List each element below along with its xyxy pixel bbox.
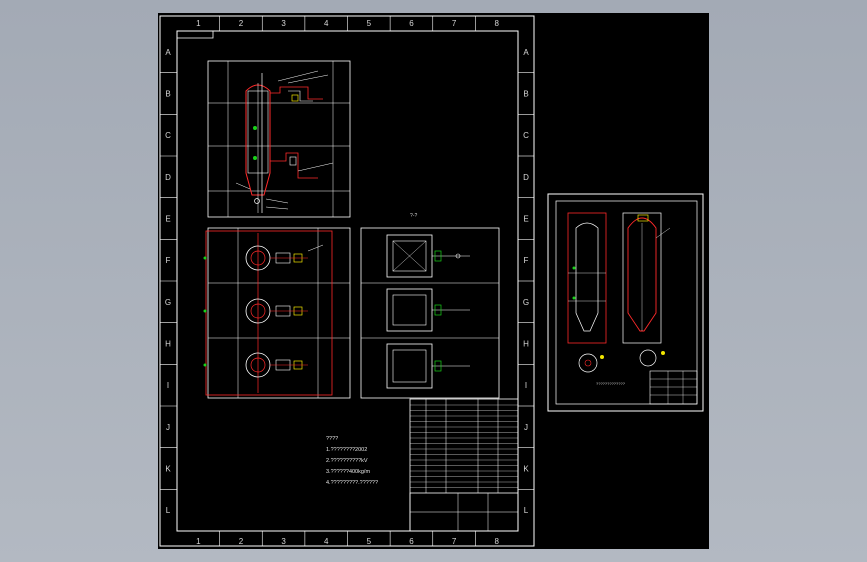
note-line-3: 3.??????400kg/m — [326, 469, 370, 475]
corner-stamp — [177, 31, 214, 39]
grid-col-label-top: 8 — [494, 19, 499, 28]
grid-row-label-left: D — [165, 173, 171, 182]
grid-row-label-left: J — [166, 423, 170, 432]
technical-notes: ???? 1.????????2002 2.??????????kV 3.???… — [326, 436, 378, 486]
grid-col-label-top: 1 — [196, 19, 201, 28]
grid-row-label-right: L — [524, 506, 529, 515]
grid-row-label-left: G — [165, 298, 171, 307]
grid-col-label-top: 4 — [324, 19, 329, 28]
grid-row-label-left: A — [165, 48, 171, 57]
grid-row-label-right: F — [524, 256, 529, 265]
grid-col-label-top: 2 — [239, 19, 244, 28]
right-unit-1 — [386, 234, 470, 278]
grid-col-label-bottom: 4 — [324, 537, 329, 546]
section-view-label: ?-? — [410, 213, 417, 219]
grid-row-label-left: E — [165, 215, 170, 224]
grid-col-label-bottom: 8 — [494, 537, 499, 546]
grid-row-label-right: I — [525, 381, 527, 390]
grid-col-label-top: 7 — [452, 19, 457, 28]
second-sheet: ????????????? — [547, 193, 704, 412]
grid-col-label-bottom: 7 — [452, 537, 457, 546]
grid-col-label-bottom: 3 — [281, 537, 286, 546]
grid-row-label-right: J — [524, 423, 528, 432]
grid-col-label-bottom: 6 — [409, 537, 414, 546]
grid-row-label-left: C — [165, 131, 171, 140]
note-line-2: 2.??????????kV — [326, 458, 368, 464]
grid-row-label-right: G — [523, 298, 529, 307]
elevation-view — [207, 60, 351, 218]
grid-row-label-right: E — [523, 215, 528, 224]
grid-col-label-top: 3 — [281, 19, 286, 28]
grid-row-label-right: H — [523, 340, 529, 349]
plan-view-right — [360, 227, 500, 399]
grid-col-label-top: 5 — [367, 19, 372, 28]
grid-col-label-bottom: 5 — [367, 537, 372, 546]
grid-row-label-right: B — [523, 90, 528, 99]
grid-row-label-left: I — [167, 381, 169, 390]
grid-row-label-left: F — [166, 256, 171, 265]
second-sheet-caption: ????????????? — [596, 381, 626, 386]
plan-view-left — [203, 227, 351, 399]
grid-row-label-right: D — [523, 173, 529, 182]
grid-row-label-left: H — [165, 340, 171, 349]
grid-row-label-left: L — [166, 506, 171, 515]
grid-row-label-right: C — [523, 131, 529, 140]
right-unit-3 — [386, 343, 470, 389]
grid-row-label-left: B — [165, 90, 170, 99]
plan-unit-2 — [245, 298, 308, 324]
note-line-1: 1.????????2002 — [326, 447, 367, 453]
plan-unit-3 — [245, 352, 308, 378]
plan-unit-1 — [245, 244, 324, 271]
grid-row-label-right: K — [523, 465, 529, 474]
grid-row-label-right: A — [523, 48, 529, 57]
grid-col-label-top: 6 — [409, 19, 414, 28]
right-unit-2 — [386, 288, 470, 332]
grid-col-label-bottom: 2 — [239, 537, 244, 546]
note-line-4: 4.?????????.?????? — [326, 480, 378, 486]
notes-title: ???? — [326, 436, 338, 442]
grid-col-label-bottom: 1 — [196, 537, 201, 546]
grid-row-label-left: K — [165, 465, 171, 474]
parts-list-title-block — [409, 398, 519, 532]
